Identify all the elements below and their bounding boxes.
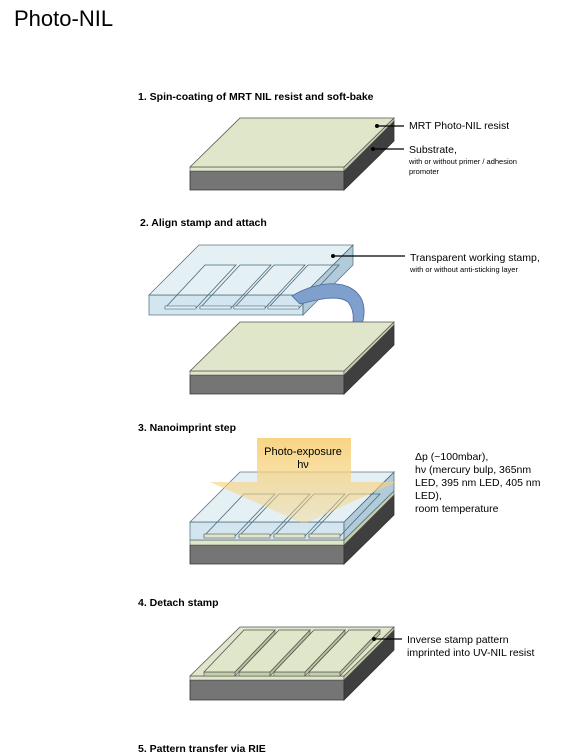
step-4-label: 4. Detach stamp <box>138 597 219 609</box>
substrate-sub-label-1: with or without primer / adhesion <box>409 157 517 166</box>
step-3-substrate <box>189 490 395 565</box>
step-2-label: 2. Align stamp and attach <box>140 217 267 229</box>
stamp-sub-label: with or without anti-sticking layer <box>410 265 518 274</box>
resist-lines <box>203 629 381 677</box>
conditions-line-5: room temperature <box>415 503 499 515</box>
working-stamp <box>148 244 354 316</box>
exposure-arrow <box>210 438 396 524</box>
step-5-label: 5. Pattern transfer via RIE <box>138 743 266 755</box>
inverse-pattern-label-1: Inverse stamp pattern <box>407 634 509 646</box>
inverse-pattern-label-2: imprinted into UV-NIL resist <box>407 647 535 659</box>
step-1-label: 1. Spin-coating of MRT NIL resist and so… <box>138 91 374 103</box>
substrate-sub-label-2: promoter <box>409 167 440 176</box>
resist-label: MRT Photo-NIL resist <box>409 120 510 132</box>
substrate-label: Substrate, <box>409 144 457 156</box>
conditions-line-2: hν (mercury bulp, 365nm <box>415 464 532 476</box>
step-2-substrate <box>189 321 395 395</box>
conditions-line-4: LED), <box>415 490 442 502</box>
stamp-label: Transparent working stamp, <box>410 252 540 264</box>
page-title: Photo-NIL <box>14 6 114 31</box>
step-3-label: 3. Nanoimprint step <box>138 422 237 434</box>
step-1-substrate <box>189 117 395 191</box>
exposure-label-2: hν <box>297 459 309 471</box>
conditions-line-3: LED, 395 nm LED, 405 nm <box>415 477 541 489</box>
exposure-label-1: Photo-exposure <box>264 446 342 458</box>
conditions-line-1: Δp (~100mbar), <box>415 451 489 463</box>
